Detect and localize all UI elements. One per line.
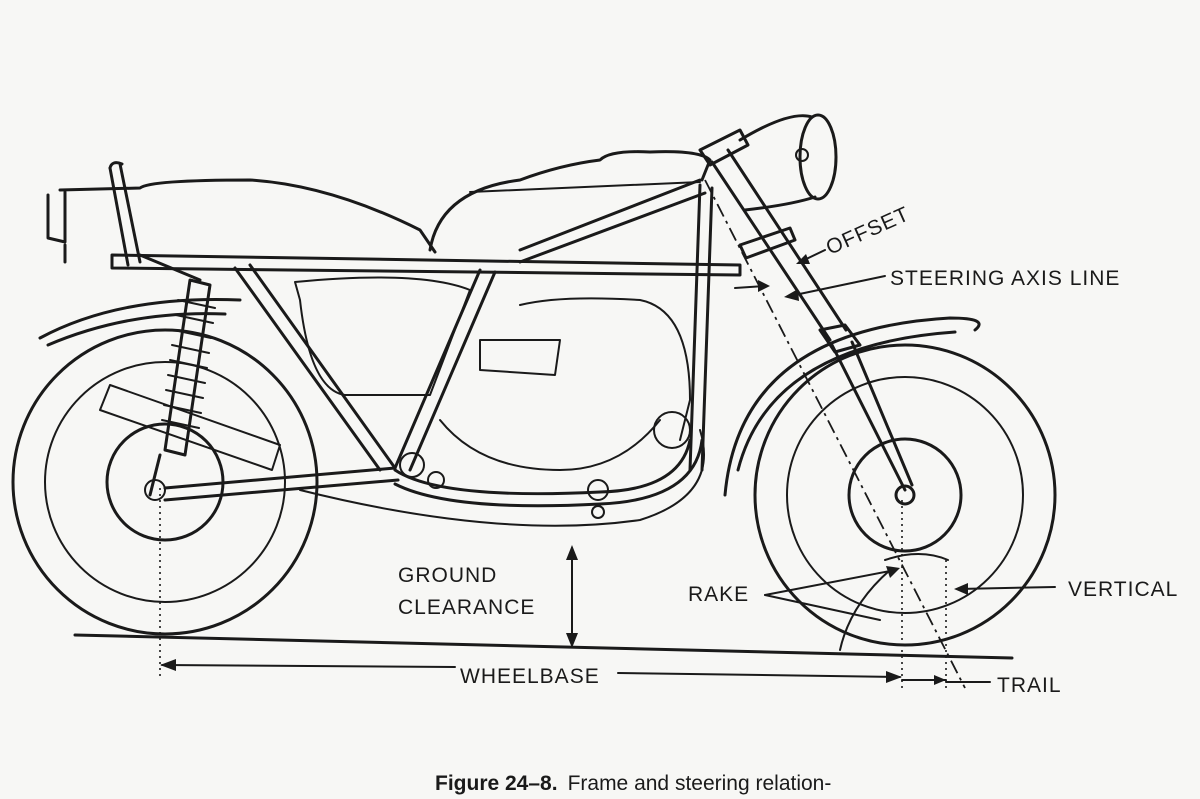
rear-shock: [144, 278, 216, 501]
figure-number: Figure 24–8.: [435, 772, 558, 795]
steering-axis-line-label: STEERING AXIS LINE: [890, 267, 1120, 290]
engine: [294, 276, 691, 519]
ground-clearance-arrow: [566, 545, 578, 648]
rear-wheel: [11, 298, 319, 636]
rake-indicator: [764, 553, 949, 651]
rake-label: RAKE: [688, 583, 749, 606]
figure-caption-text: Frame and steering relation-: [567, 772, 832, 795]
front-fork: [698, 128, 916, 506]
ground-clearance-label-line2: CLEARANCE: [398, 596, 535, 619]
ground-clearance-label-line1: GROUND: [398, 564, 497, 587]
ground-line: [73, 633, 1014, 660]
frame: [108, 161, 742, 508]
figure-caption: Figure 24–8. Frame and steering relation-: [435, 772, 831, 796]
trail-dimension: [901, 675, 991, 685]
tank-and-seat: [46, 150, 712, 264]
offset-label: OFFSET: [823, 202, 914, 259]
wheelbase-dimension: [160, 659, 902, 683]
trail-label: TRAIL: [997, 674, 1062, 697]
exhaust: [99, 384, 281, 471]
front-wheel: [723, 316, 1057, 647]
headlight: [738, 113, 838, 212]
vertical-label: VERTICAL: [1068, 578, 1178, 601]
wheelbase-label: WHEELBASE: [460, 665, 600, 688]
